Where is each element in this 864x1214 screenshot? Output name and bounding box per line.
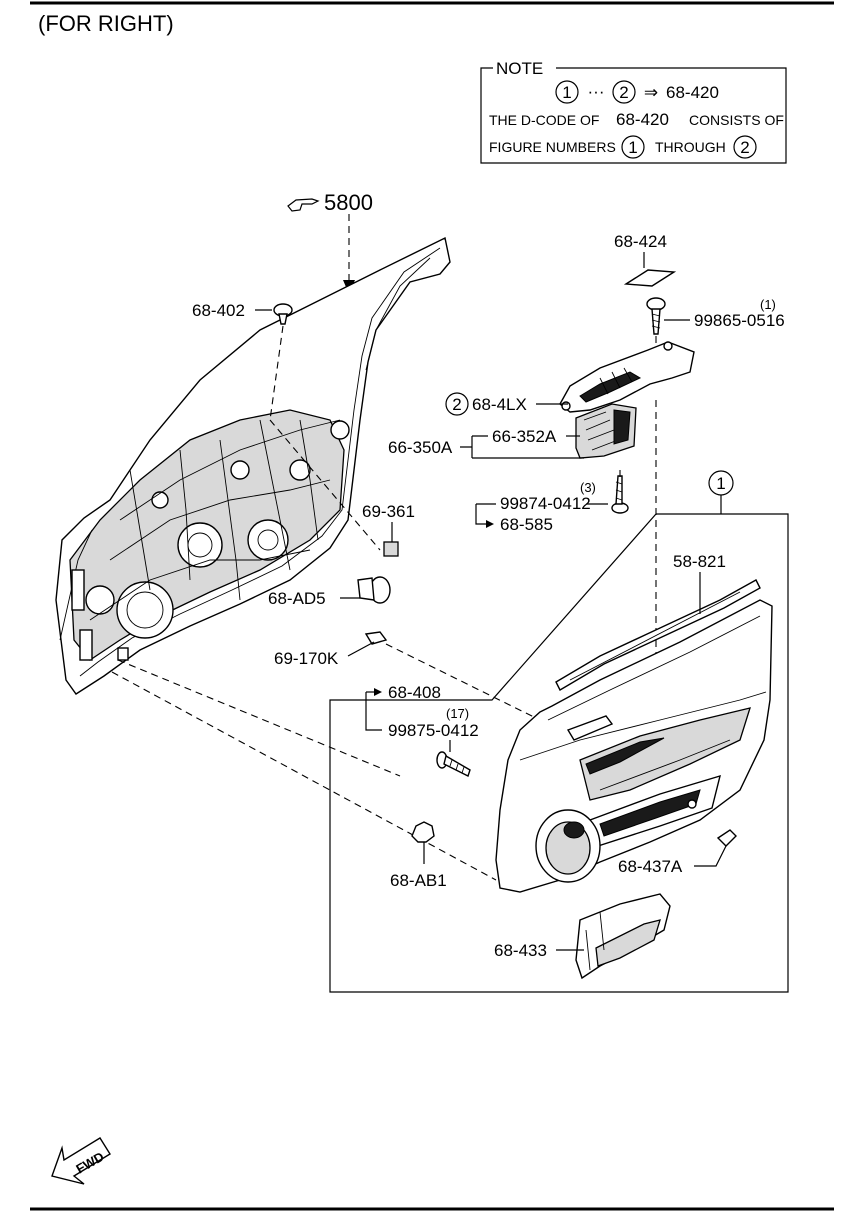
label-66-350A: 66-350A <box>388 438 453 457</box>
screw-99874-0412: (3) 99874-0412 68-585 <box>475 470 629 534</box>
reference-code: 5800 <box>324 190 373 215</box>
clip-69-170K: 69-170K <box>274 631 388 668</box>
note-line1-to: 2 <box>619 83 628 102</box>
label-69-170K: 69-170K <box>274 649 339 668</box>
label-99874-0412: 99874-0412 <box>500 494 591 513</box>
clip-68-AB1: 68-AB1 <box>390 821 447 890</box>
clip-68-402: 68-402 <box>192 301 293 421</box>
note-line3-prefix: FIGURE NUMBERS <box>489 139 616 155</box>
label-group-66-350A: 66-350A <box>388 435 584 459</box>
note-line3-from: 1 <box>628 138 637 157</box>
qty-99874-0412: (3) <box>580 480 596 495</box>
screw-99875-0412 <box>436 751 471 777</box>
switch-panel-68-4LX: 2 68-4LX <box>445 341 695 416</box>
note-line1-from: 1 <box>562 83 571 102</box>
clip-69-361: 69-361 <box>362 502 415 557</box>
clip-68-437A: 68-437A <box>618 829 737 876</box>
label-group-68-408: 68-408 (17) 99875-0412 <box>365 683 479 752</box>
note-line1-arrow: ⇒ <box>644 83 658 102</box>
reference-5800: 5800 <box>287 190 373 294</box>
note-line2-suffix: CONSISTS OF <box>689 112 784 128</box>
page-title: (FOR RIGHT) <box>38 11 174 36</box>
label-66-352A: 66-352A <box>492 427 557 446</box>
label-68-AB1: 68-AB1 <box>390 871 447 890</box>
note-line1-code: 68-420 <box>666 83 719 102</box>
label-68-424: 68-424 <box>614 232 667 251</box>
weatherstrip-58-821: 58-821 <box>555 552 761 691</box>
label-99875-0412: 99875-0412 <box>388 721 479 740</box>
label-68-433: 68-433 <box>494 941 547 960</box>
switch-66-352A: 66-352A <box>492 403 637 459</box>
plate-68-424: 68-424 <box>614 232 677 287</box>
label-99865-0516: 99865-0516 <box>694 311 785 330</box>
note-line3-to: 2 <box>740 138 749 157</box>
label-68-437A: 68-437A <box>618 857 683 876</box>
grommet-68-AD5: 68-AD5 <box>268 576 391 608</box>
label-58-821: 58-821 <box>673 552 726 571</box>
label-68-AD5: 68-AD5 <box>268 589 326 608</box>
marker-2: 2 <box>452 395 461 414</box>
qty-99865-0516: (1) <box>760 297 776 312</box>
door-inner-panel <box>55 236 451 695</box>
screw-99865-0516: (1) 99865-0516 <box>646 297 785 346</box>
note-line2-code: 68-420 <box>616 110 669 129</box>
pointing-hand-icon <box>287 198 320 212</box>
label-68-402: 68-402 <box>192 301 245 320</box>
note-heading: NOTE <box>496 59 543 78</box>
door-trim-panel <box>495 599 773 893</box>
group-1-box: 1 <box>329 470 789 993</box>
label-69-361: 69-361 <box>362 502 415 521</box>
pocket-68-433: 68-433 <box>494 893 671 980</box>
label-68-408: 68-408 <box>388 683 441 702</box>
label-68-4LX: 68-4LX <box>472 395 527 414</box>
note-box: NOTE 1 ··· 2 ⇒ 68-420 THE D-CODE OF 68-4… <box>480 59 787 164</box>
note-line1-dots: ··· <box>588 82 605 101</box>
qty-99875-0412: (17) <box>446 706 469 721</box>
note-line2-prefix: THE D-CODE OF <box>489 112 599 128</box>
marker-1: 1 <box>716 474 725 493</box>
note-line3-mid: THROUGH <box>655 139 726 155</box>
fwd-arrow-icon: FWD <box>51 1137 111 1185</box>
label-68-585: 68-585 <box>500 515 553 534</box>
